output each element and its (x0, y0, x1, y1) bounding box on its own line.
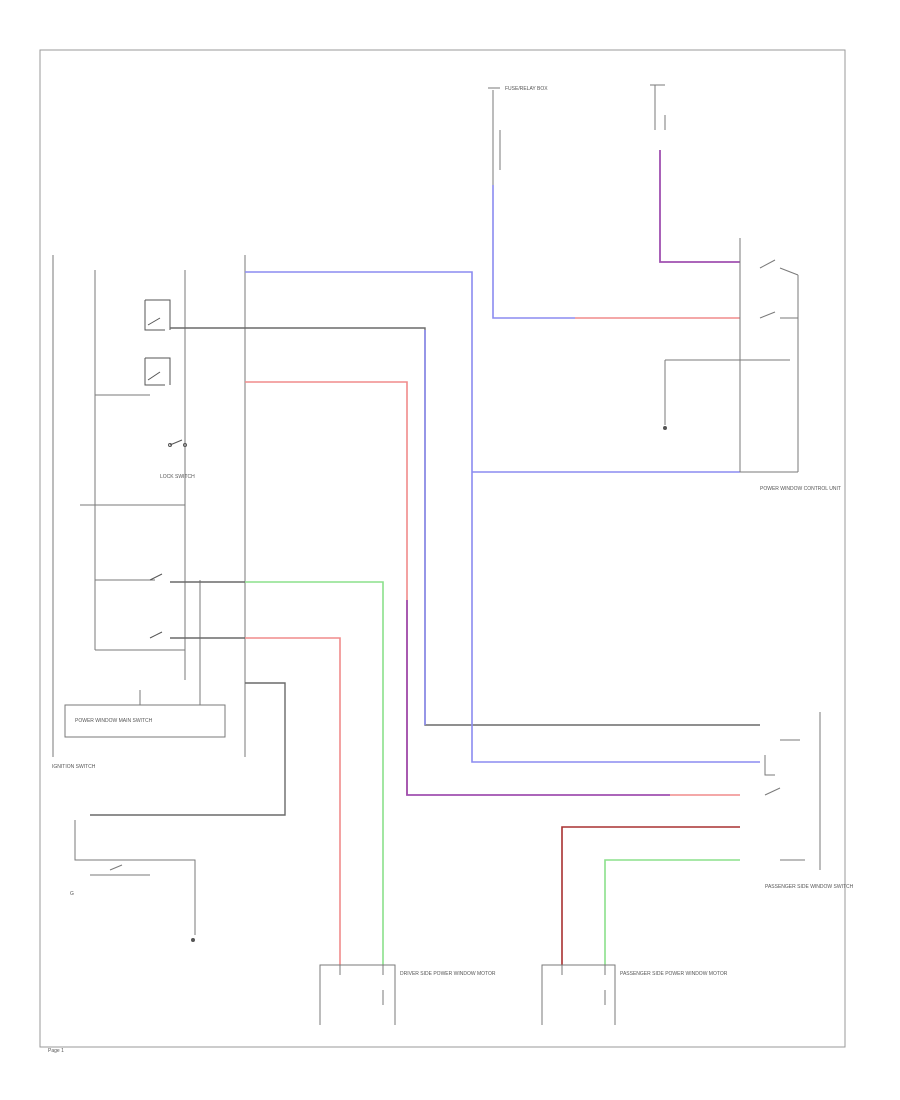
ground-icon (191, 426, 667, 942)
fuse-block-label: FUSE/RELAY BOX (505, 86, 548, 92)
passenger-switch-block (764, 712, 821, 870)
darkred-wire (561, 826, 740, 965)
main-switch-label: POWER WINDOW MAIN SWITCH (75, 718, 153, 724)
passenger-switch-label: PASSENGER SIDE WINDOW SWITCH (765, 884, 854, 890)
page-ref-label: Page 1 (48, 1048, 64, 1054)
ground-label: G (70, 891, 74, 897)
purple-wires (406, 150, 740, 796)
red-wires (245, 317, 740, 965)
passenger-motor-label: PASSENGER SIDE POWER WINDOW MOTOR (620, 971, 728, 977)
switch-contacts (144, 299, 187, 639)
ignition-switch-label: IGNITION SWITCH (52, 764, 96, 770)
main-switch-block (52, 255, 246, 757)
fuse-feeds (488, 84, 666, 185)
green-wires (245, 581, 740, 965)
control-unit-block (664, 238, 799, 473)
control-unit-label: POWER WINDOW CONTROL UNIT (760, 486, 841, 492)
lock-switch-label: LOCK SWITCH (160, 474, 195, 480)
driver-motor-label: DRIVER SIDE POWER WINDOW MOTOR (400, 971, 496, 977)
lower-left-circuit (74, 820, 196, 935)
driver-motor-box (319, 964, 396, 1025)
diagram-frame (39, 49, 846, 1048)
blue-wires (245, 185, 760, 763)
passenger-motor-box (541, 964, 616, 1025)
